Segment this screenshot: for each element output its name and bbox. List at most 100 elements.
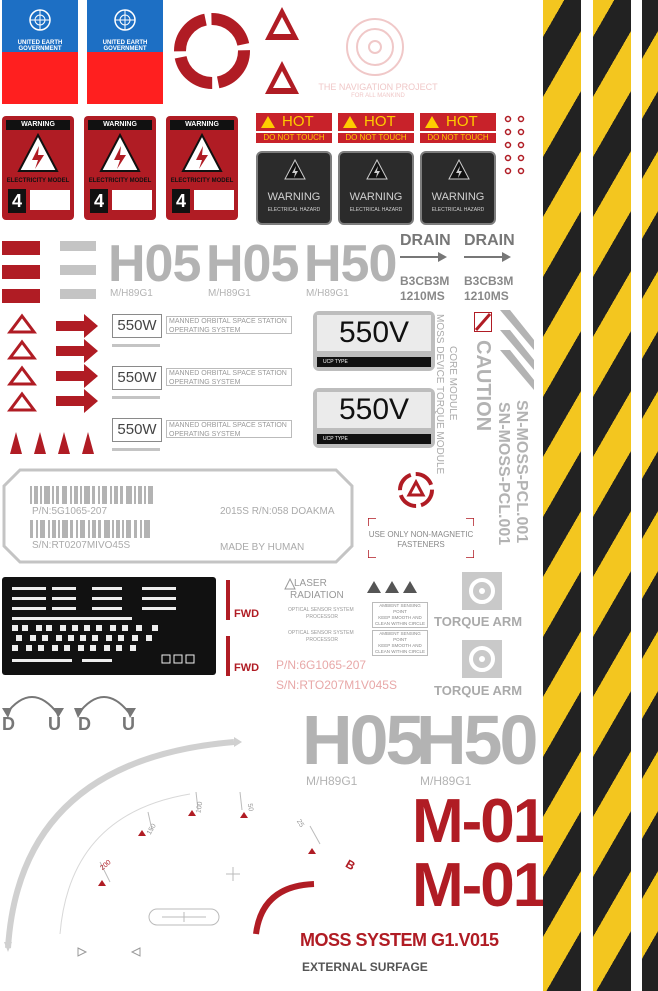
grey-line bbox=[112, 344, 160, 347]
grey-bar bbox=[60, 265, 96, 275]
torque-icon bbox=[469, 646, 495, 672]
hot-warning: WARNING bbox=[431, 191, 485, 203]
triangle-markers-icon bbox=[7, 313, 37, 412]
ambient-line2: KEEP SMOOTH AND bbox=[378, 615, 422, 620]
red-bar bbox=[2, 265, 40, 279]
warning-card-label: ELECTRICITY MODEL bbox=[6, 178, 70, 184]
barcode-icon bbox=[30, 486, 153, 504]
un-flag: UNITED EARTH GOVERNMENT bbox=[87, 0, 163, 104]
warning-card-number: 4 bbox=[90, 189, 108, 213]
hot-label: HOT bbox=[282, 113, 314, 130]
m-code: M-01 bbox=[412, 787, 547, 856]
plate-made: MADE BY HUMAN bbox=[220, 542, 305, 553]
red-bar bbox=[2, 241, 40, 255]
drain-ms: 1210MS bbox=[464, 289, 509, 303]
sn-text: SN-MOSS-PCL.001 bbox=[513, 400, 530, 544]
warning-triangle-icon bbox=[265, 7, 299, 40]
hazard-stripe bbox=[543, 0, 581, 991]
hot-label: HOT bbox=[364, 113, 396, 130]
panel-grid-icon bbox=[12, 587, 195, 664]
code-sub: M/H89G1 bbox=[110, 288, 153, 299]
hot-hazard: ELECTRICAL HAZARD bbox=[349, 207, 403, 213]
grey-bar bbox=[60, 241, 96, 251]
moss-device-text: MOSS DEVICE TORQUE MODULE bbox=[434, 314, 445, 475]
code-label: H05 bbox=[108, 235, 201, 293]
fwd-label: FWD bbox=[234, 608, 260, 620]
watt-value: 550W bbox=[112, 314, 162, 338]
watt-value: 550W bbox=[112, 418, 162, 442]
warning-card-header: WARNING bbox=[6, 120, 70, 130]
volt-footer: UCP TYPE bbox=[317, 357, 431, 367]
sn-text: SN-MOSS-PCL.001 bbox=[495, 402, 512, 546]
plate-rn: 2015S R/N:058 DOAKMA bbox=[220, 506, 335, 517]
caution-triangle-icon bbox=[425, 116, 439, 128]
watt-desc-line1: MANNED ORBITAL SPACE STATION bbox=[169, 422, 287, 429]
volt-panel: 550V UCP TYPE bbox=[313, 388, 435, 448]
optical-line2: PROCESSOR bbox=[306, 614, 338, 620]
watt-desc-line1: MANNED ORBITAL SPACE STATION bbox=[169, 318, 287, 325]
magnetic-line1: USE ONLY NON-MAGNETIC bbox=[368, 530, 474, 539]
watt-value: 550W bbox=[112, 366, 162, 390]
volt-footer: UCP TYPE bbox=[317, 434, 431, 444]
warning-card-label: ELECTRICITY MODEL bbox=[88, 178, 152, 184]
core-module-text: CORE MODULE bbox=[447, 346, 458, 421]
volt-value: 550V bbox=[317, 315, 431, 351]
caution-triangle-icon bbox=[343, 116, 357, 128]
ambient-line1: AMBIENT SENSING POINT bbox=[379, 631, 421, 642]
arrow-right-icon bbox=[400, 252, 447, 262]
d-label: D bbox=[2, 714, 15, 734]
drain-label: DRAIN bbox=[400, 232, 451, 249]
warning-triangle-icon bbox=[265, 61, 299, 94]
laser-triangles-icon bbox=[367, 581, 417, 593]
hot-sub: DO NOT TOUCH bbox=[338, 133, 414, 143]
drain-code: B3CB3M bbox=[400, 274, 450, 288]
hazard-slash-icon bbox=[474, 312, 492, 332]
target-ring-icon bbox=[174, 13, 250, 89]
drain-code: B3CB3M bbox=[464, 274, 514, 288]
pink-sn: S/N:RTO207M1V045S bbox=[276, 678, 397, 692]
watt-desc-line2: OPERATING SYSTEM bbox=[169, 379, 241, 386]
hot-hazard: ELECTRICAL HAZARD bbox=[431, 207, 485, 213]
un-flag-label: UNITED EARTH GOVERNMENT bbox=[102, 40, 148, 52]
warning-card-header: WARNING bbox=[88, 120, 152, 130]
un-emblem-icon bbox=[114, 9, 136, 31]
dial-tick-label: 50 bbox=[245, 803, 255, 812]
caution-text: CAUTION bbox=[472, 340, 494, 432]
fwd-bar bbox=[226, 636, 230, 676]
hot-sub: DO NOT TOUCH bbox=[420, 133, 496, 143]
grey-line bbox=[112, 448, 160, 451]
warning-card: WARNING ELECTRICITY MODEL 4 bbox=[84, 116, 156, 220]
arrow-markers-icon bbox=[56, 314, 98, 413]
volt-panel: 550V UCP TYPE bbox=[313, 311, 435, 371]
magnetic-line2: FASTENERS bbox=[397, 540, 445, 549]
optical-line1: OPTICAL SENSOR SYSTEM bbox=[288, 607, 354, 613]
ambient-box: AMBIENT SENSING POINT KEEP SMOOTH AND CL… bbox=[372, 602, 428, 628]
laser-line1: LASER bbox=[294, 578, 327, 589]
torque-icon-box bbox=[462, 572, 502, 610]
id-plate-frame bbox=[2, 468, 354, 564]
electricity-icon bbox=[448, 159, 470, 180]
fwd-label: FWD bbox=[234, 662, 260, 674]
rotate-arrows-icon bbox=[2, 696, 136, 718]
grey-bar bbox=[60, 289, 96, 299]
un-emblem-icon bbox=[29, 9, 51, 31]
plate-sn: S/N:RT0207MIVO45S bbox=[32, 540, 131, 551]
fwd-bar bbox=[226, 580, 230, 620]
logo-title: THE NAVIGATION PROJECT bbox=[318, 82, 438, 92]
watt-desc-line1: MANNED ORBITAL SPACE STATION bbox=[169, 370, 287, 377]
arrow-right-icon bbox=[464, 252, 511, 262]
torque-icon-box bbox=[462, 640, 502, 678]
plate-pn: P/N:5G1065-207 bbox=[32, 506, 108, 517]
torque-label: TORQUE ARM bbox=[434, 614, 523, 629]
spike-markers-icon bbox=[10, 432, 94, 454]
watt-label: 550W MANNED ORBITAL SPACE STATION OPERATI… bbox=[112, 366, 294, 390]
code-label: H05 bbox=[206, 235, 299, 293]
code-sub: M/H89G1 bbox=[208, 288, 251, 299]
volt-value: 550V bbox=[317, 392, 431, 428]
un-flag: UNITED EARTH GOVERNMENT bbox=[2, 0, 78, 104]
big-code: H50 bbox=[416, 701, 538, 779]
